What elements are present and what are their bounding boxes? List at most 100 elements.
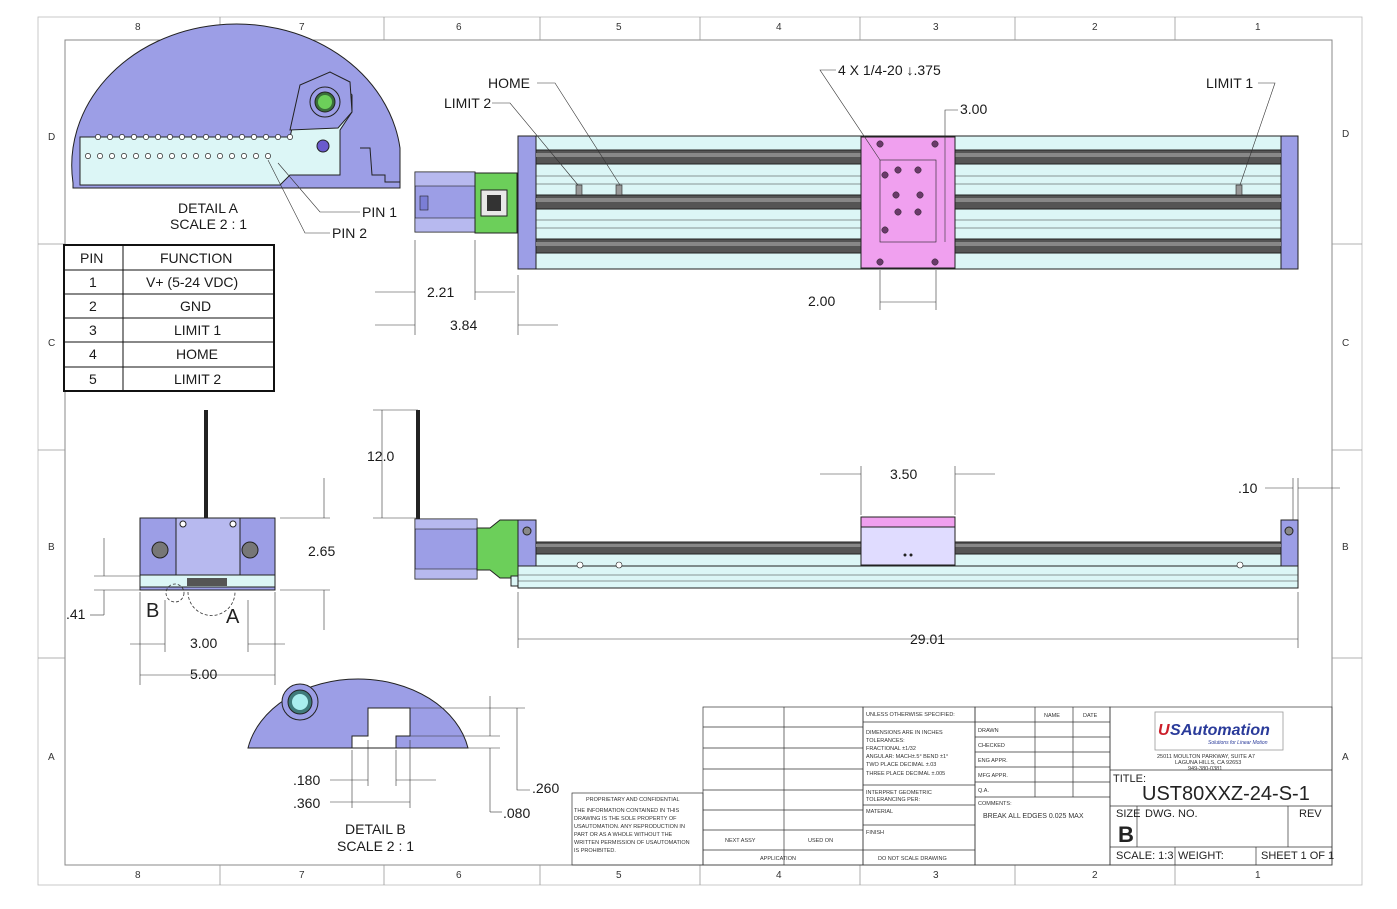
prop-line-2: DRAWING IS THE SOLE PROPERTY OF xyxy=(574,816,677,822)
pin-hole xyxy=(215,134,221,140)
comments-text: BREAK ALL EDGES 0.025 MAX xyxy=(983,813,1084,820)
pin-table-row-5-function: LIMIT 2 xyxy=(174,371,221,387)
sheet-label: SHEET 1 OF 1 xyxy=(1261,850,1334,862)
drawn-label: DRAWN xyxy=(978,728,999,734)
zone-col-8-bottom: 8 xyxy=(135,870,141,881)
connector-pins xyxy=(85,134,293,159)
detail-b-view xyxy=(247,678,469,749)
zone-row-a-left: A xyxy=(48,752,55,763)
pin-table-row-3-function: LIMIT 1 xyxy=(174,322,221,338)
pin-table-row-4-function: HOME xyxy=(176,346,218,362)
zone-row-d-right: D xyxy=(1342,129,1349,140)
detail-b-title: DETAIL B xyxy=(345,821,406,837)
zone-row-a-right: A xyxy=(1342,752,1349,763)
interpret-label: INTERPRET GEOMETRIC xyxy=(866,790,932,796)
pin-hole xyxy=(133,153,139,159)
part-title: UST80XXZ-24-S-1 xyxy=(1142,783,1310,805)
zone-col-7-bottom: 7 xyxy=(299,870,305,881)
dim-010: .10 xyxy=(1238,480,1258,496)
tap-note: 4 X 1/4-20 ↓.375 xyxy=(838,62,941,78)
qa-label: Q.A. xyxy=(978,788,989,794)
application-label: APPLICATION xyxy=(760,856,796,862)
pin-hole xyxy=(217,153,223,159)
tolerance-line-5: TWO PLACE DECIMAL ±.03 xyxy=(866,762,936,768)
section-b-label: B xyxy=(146,600,159,622)
zone-col-4-bottom: 4 xyxy=(776,870,782,881)
pin2-label: PIN 2 xyxy=(332,225,367,241)
zone-col-1-bottom: 1 xyxy=(1255,870,1261,881)
dwg-no-label: DWG. NO. xyxy=(1145,808,1198,820)
pin-hole xyxy=(181,153,187,159)
zone-col-2-top: 2 xyxy=(1092,22,1098,33)
limit1-label: LIMIT 1 xyxy=(1206,75,1253,91)
carriage-holes xyxy=(876,140,939,266)
pin-hole xyxy=(85,153,91,159)
pin-hole xyxy=(97,153,103,159)
zone-col-7-top: 7 xyxy=(299,22,305,33)
home-label: HOME xyxy=(488,75,530,91)
pin-hole xyxy=(263,134,269,140)
size-value: B xyxy=(1118,822,1134,847)
zone-row-c-left: C xyxy=(48,338,55,349)
tolerance-line-3: FRACTIONAL ±1/32 xyxy=(866,746,916,752)
eng-appr-label: ENG APPR. xyxy=(978,758,1008,764)
dim-221: 2.21 xyxy=(427,284,454,300)
tolerance-line-2: TOLERANCES: xyxy=(866,738,905,744)
tolerance-line-4: ANGULAR: MACH±.5° BEND ±1° xyxy=(866,754,948,760)
pin-hole xyxy=(241,153,247,159)
zone-row-c-right: C xyxy=(1342,338,1349,349)
prop-line-4: PART OR AS A WHOLE WITHOUT THE xyxy=(574,832,673,838)
zone-col-3-bottom: 3 xyxy=(933,870,939,881)
next-assy-label: NEXT ASSY xyxy=(725,838,756,844)
carriage-hole xyxy=(881,171,889,179)
pin-hole xyxy=(251,134,257,140)
name-header: NAME xyxy=(1044,713,1060,719)
carriage-hole xyxy=(892,191,900,199)
title-block xyxy=(571,706,1333,866)
prop-line-3: USAUTOMATION. ANY REPRODUCTION IN xyxy=(574,824,685,830)
pin-hole xyxy=(121,153,127,159)
zone-ticks xyxy=(38,17,1362,885)
company-logo: U S Automation Solutions for Linear Moti… xyxy=(1154,711,1284,751)
zone-row-b-right: B xyxy=(1342,542,1349,553)
no-scale-label: DO NOT SCALE DRAWING xyxy=(878,856,947,862)
pin-hole xyxy=(193,153,199,159)
prop-title: PROPRIETARY AND CONFIDENTIAL xyxy=(586,797,680,803)
carriage-hole xyxy=(881,226,889,234)
pin1-label: PIN 1 xyxy=(362,204,397,220)
title-label: TITLE: xyxy=(1113,773,1146,785)
tolerance-line-1: DIMENSIONS ARE IN INCHES xyxy=(866,730,943,736)
dim-200: 2.00 xyxy=(808,293,835,309)
pin-hole xyxy=(203,134,209,140)
pin-hole xyxy=(265,153,271,159)
material-label: MATERIAL xyxy=(866,809,893,815)
address-1: 25011 MOULTON PARKWAY, SUITE A7 xyxy=(1157,754,1255,760)
checked-label: CHECKED xyxy=(978,743,1005,749)
limit2-label: LIMIT 2 xyxy=(444,95,491,111)
zone-col-5-bottom: 5 xyxy=(616,870,622,881)
pin-hole xyxy=(119,134,125,140)
pin-hole xyxy=(107,134,113,140)
pin-hole xyxy=(155,134,161,140)
pin-table-row-4-pin: 4 xyxy=(89,346,97,362)
dim-120: 12.0 xyxy=(367,448,394,464)
carriage-hole xyxy=(894,166,902,174)
detail-a-title: DETAIL A xyxy=(178,200,239,216)
side-view-stage xyxy=(414,410,1299,589)
weight-label: WEIGHT: xyxy=(1178,850,1224,862)
pin-hole xyxy=(109,153,115,159)
pin-table xyxy=(63,244,275,392)
dim-260: .260 xyxy=(532,780,559,796)
detail-b-scale: SCALE 2 : 1 xyxy=(337,838,414,854)
pin-hole xyxy=(143,134,149,140)
zone-col-5-top: 5 xyxy=(616,22,622,33)
carriage-hole xyxy=(931,140,939,148)
prop-line-1: THE INFORMATION CONTAINED IN THIS xyxy=(574,808,679,814)
pin-hole xyxy=(287,134,293,140)
pin-hole xyxy=(95,134,101,140)
dim-360: .360 xyxy=(293,795,320,811)
carriage-hole xyxy=(876,258,884,266)
dim-080: .080 xyxy=(503,805,530,821)
pin-hole xyxy=(191,134,197,140)
pin-hole xyxy=(157,153,163,159)
